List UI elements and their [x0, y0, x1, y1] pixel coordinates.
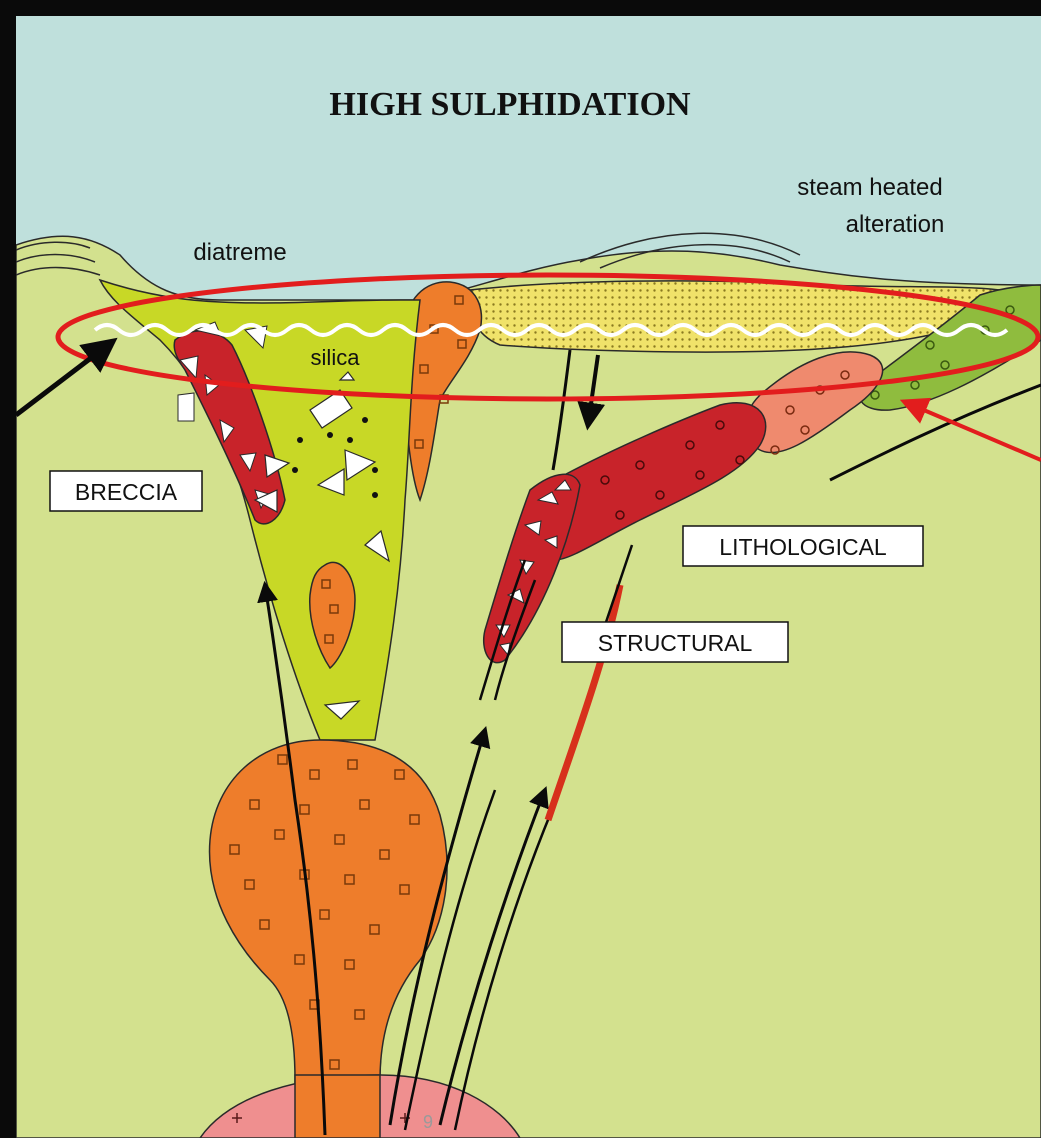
label-lithological: LITHOLOGICAL	[719, 534, 887, 560]
intrusion-neck	[295, 1075, 380, 1138]
label-lithological-box: LITHOLOGICAL	[683, 526, 923, 566]
page-number: 9	[423, 1112, 433, 1132]
label-structural: STRUCTURAL	[598, 630, 753, 656]
label-silica: silica	[311, 345, 361, 370]
label-breccia: BRECCIA	[75, 479, 178, 505]
geology-cross-section: HIGH SULPHIDATION steam heated alteratio…	[16, 16, 1041, 1138]
label-steam-heated-line1: steam heated	[797, 174, 942, 201]
label-structural-box: STRUCTURAL	[562, 622, 788, 662]
label-diatreme: diatreme	[193, 239, 286, 266]
diagram-title: HIGH SULPHIDATION	[329, 86, 691, 123]
label-breccia-box: BRECCIA	[50, 471, 202, 511]
label-steam-heated-line2: alteration	[846, 211, 945, 238]
